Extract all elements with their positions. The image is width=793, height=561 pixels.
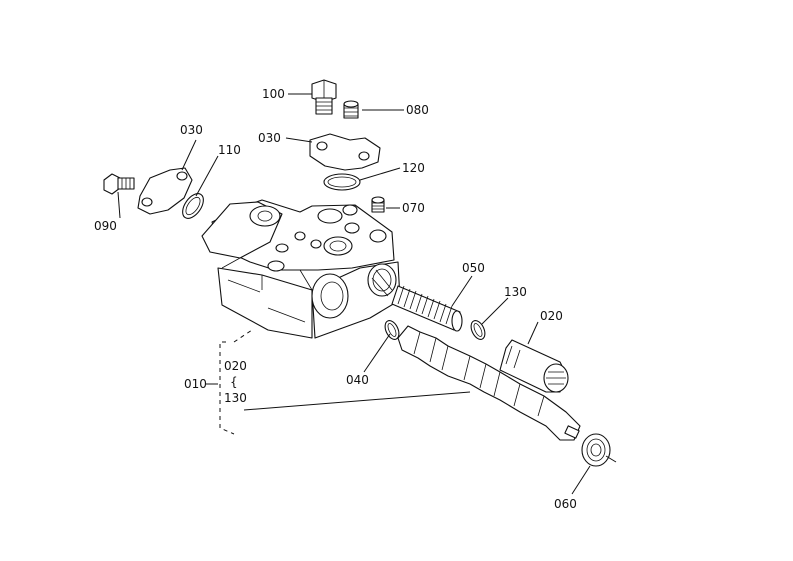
callout-080: 080 (406, 103, 429, 117)
plug-020 (499, 339, 569, 393)
callout-030-left: 030 (180, 123, 203, 137)
cover-plate-top (309, 133, 381, 171)
callout-110: 110 (218, 143, 241, 157)
o-ring-110 (182, 193, 204, 219)
callout-060: 060 (554, 497, 577, 511)
callout-030-top: 030 (258, 131, 281, 145)
callout-010: 010 (184, 377, 207, 391)
assembly-range-brace: { (230, 375, 238, 389)
callout-090: 090 (94, 219, 117, 233)
bolt-100 (311, 79, 337, 115)
assembly-range-from: 020 (224, 359, 247, 373)
leader-lines (117, 93, 617, 495)
callout-120: 120 (402, 161, 425, 175)
callout-070: 070 (402, 201, 425, 215)
o-ring-130 (470, 320, 486, 340)
callout-020: 020 (540, 309, 563, 323)
callout-100: 100 (262, 87, 285, 101)
bolt-090 (103, 173, 135, 195)
o-ring-040 (384, 320, 400, 340)
callout-130: 130 (504, 285, 527, 299)
cover-plate-left (137, 167, 193, 215)
plug-070 (371, 196, 385, 213)
seal-060 (581, 433, 611, 467)
valve-body (201, 199, 401, 339)
plug-080 (343, 100, 359, 119)
callout-050: 050 (462, 261, 485, 275)
callout-040: 040 (346, 373, 369, 387)
spring-050 (391, 285, 463, 332)
o-ring-120 (323, 173, 361, 191)
assembly-range-to: 130 (224, 391, 247, 405)
spool (397, 325, 581, 441)
